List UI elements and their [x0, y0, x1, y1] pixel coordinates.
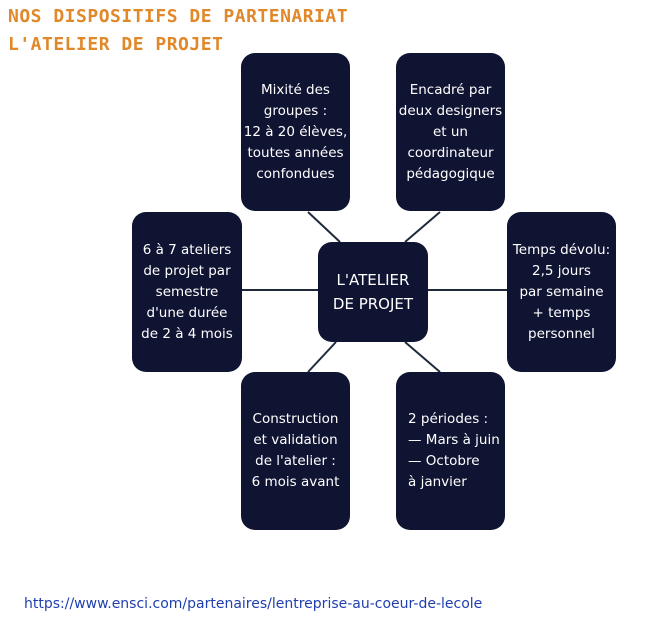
node-text-line: — Octobre — [408, 453, 480, 469]
node-construction: Construction et validation de l'atelier : 6… — [241, 372, 350, 530]
node-text-line: 12 à 20 élèves, — [243, 123, 348, 140]
node-text-line: Temps dévolu: — [512, 241, 611, 258]
node-text-line: deux designers — [398, 102, 503, 119]
node-mixite: Mixité des groupes : 12 à 20 élèves, toutes… — [241, 53, 350, 211]
node-text-line: 2,5 jours — [532, 262, 591, 279]
node-text-line: + temps — [532, 304, 591, 321]
node-encadrement: Encadré par deux designers et un coordinate… — [396, 53, 505, 211]
connector-mixite — [307, 211, 341, 243]
connector-encadrement — [404, 211, 441, 243]
node-center-atelier-de-projet: L'ATELIER DE PROJET — [318, 242, 428, 342]
node-text-line: Encadré par — [409, 81, 492, 98]
node-text-line: groupes : — [263, 102, 328, 119]
node-text-line: 6 mois avant — [251, 474, 340, 490]
node-text-line: — Mars à juin — [408, 432, 500, 448]
node-text-line: Mixité des — [261, 81, 330, 98]
connector-periodes — [404, 341, 441, 373]
node-temps: Temps dévolu: 2,5 jours par semaine + temps… — [507, 212, 616, 372]
node-text-line: et validation — [253, 432, 338, 448]
node-text-line: semestre — [155, 283, 219, 300]
node-text-line: de projet par — [143, 262, 231, 279]
node-text-line: de 2 à 4 mois — [141, 325, 233, 342]
node-text-line: et un — [432, 123, 468, 140]
node-text-line: à janvier — [408, 474, 467, 490]
node-periodes: 2 périodes : — Mars à juin — Octobre à janv… — [396, 372, 505, 530]
connector-construction — [307, 341, 337, 373]
node-text-line: confondues — [256, 165, 335, 182]
heading-line-1: NOS DISPOSITIFS DE PARTENARIAT — [8, 6, 349, 27]
node-text-line: de l'atelier : — [255, 453, 336, 469]
node-text-line: toutes années — [247, 144, 344, 161]
source-link[interactable]: https://www.ensci.com/partenaires/lentre… — [24, 596, 483, 612]
node-text-line: personnel — [528, 325, 595, 342]
node-ateliers: 6 à 7 ateliers de projet par semestre d'une… — [132, 212, 242, 372]
node-text-line: d'une durée — [146, 304, 228, 321]
heading-line-2: L'ATELIER DE PROJET — [8, 34, 224, 55]
node-text-line: coordinateur — [407, 144, 494, 161]
node-text-line: 6 à 7 ateliers — [142, 241, 232, 258]
node-text-line: L'ATELIER — [336, 271, 410, 289]
node-text-line: DE PROJET — [332, 295, 414, 313]
node-text-line: 2 périodes : — [408, 411, 489, 427]
node-text-line: Construction — [252, 411, 339, 427]
node-text-line: pédagogique — [406, 165, 495, 182]
node-text-line: par semaine — [519, 283, 604, 300]
